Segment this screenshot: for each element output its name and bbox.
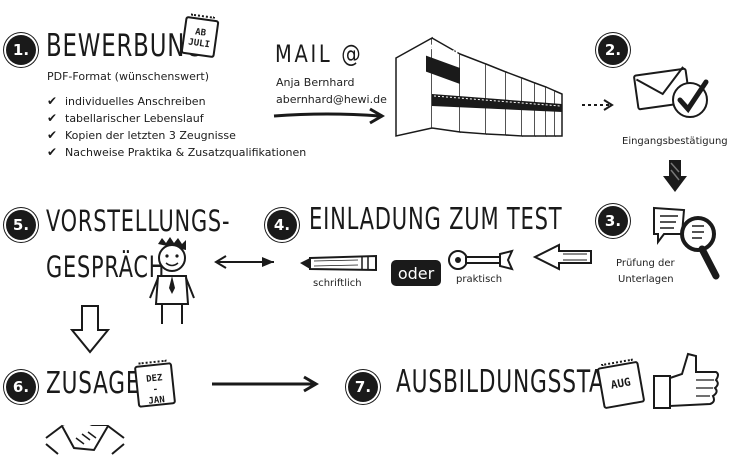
- step-1-badge: 1.: [6, 35, 36, 65]
- arrow-left-icon: [532, 243, 592, 271]
- step-3-label-line1: Prüfung der: [616, 258, 675, 269]
- pencil-icon: [300, 254, 377, 272]
- checklist-item: ✔individuelles Anschreiben: [47, 94, 206, 108]
- magnifier-document-icon: [653, 206, 720, 280]
- step-2-label: Eingangsbestätigung: [622, 136, 728, 147]
- step-3-badge: 3.: [598, 206, 628, 236]
- arrow-down-icon: [663, 160, 687, 192]
- step-7-badge: 7.: [348, 372, 378, 402]
- arrow-right-icon: [212, 375, 319, 393]
- step-6-title: ZUSAGE: [46, 366, 141, 401]
- person-icon: [149, 237, 195, 324]
- check-icon: ✔: [47, 111, 58, 125]
- step-5-title-line2: GESPRÄCH: [46, 250, 166, 284]
- checklist-item: ✔Kopien der letzten 3 Zeugnisse: [47, 128, 236, 142]
- step-1-calendar: AB JULI: [180, 15, 220, 59]
- calendar-line-3: JAN: [148, 395, 166, 407]
- step-3-label-line2: Unterlagen: [618, 274, 674, 285]
- checklist-item: ✔Nachweise Praktika & Zusatzqualifikatio…: [47, 145, 307, 159]
- hewi-building-icon: [395, 36, 563, 137]
- arrow-down-icon: [69, 305, 111, 354]
- wrench-icon: [448, 249, 514, 271]
- arrow-left-icon: [214, 255, 274, 269]
- step-5-badge: 5.: [6, 210, 36, 240]
- checklist-item: ✔tabellarischer Lebenslauf: [47, 111, 204, 125]
- step-1-subtitle: PDF-Format (wünschenswert): [47, 70, 210, 83]
- mail-contact-email: abernhard@hewi.de: [276, 93, 387, 106]
- calendar-line-1: AUG: [609, 375, 632, 392]
- dotted-arrow-icon: [582, 99, 614, 111]
- mail-title: MAIL @: [275, 40, 364, 68]
- check-icon: ✔: [47, 145, 58, 159]
- step-4-right-label: praktisch: [456, 274, 503, 285]
- step-4-title: EINLADUNG ZUM TEST: [309, 202, 563, 237]
- envelope-check-icon: [633, 66, 709, 118]
- step-6-badge: 6.: [6, 372, 36, 402]
- check-icon: ✔: [47, 94, 58, 108]
- step-2-badge: 2.: [598, 35, 628, 65]
- step-1-checklist: ✔individuelles Anschreiben ✔tabellarisch…: [47, 93, 306, 161]
- oder-badge: oder: [391, 260, 441, 286]
- handshake-icon: [45, 424, 125, 455]
- step-4-badge: 4.: [267, 210, 297, 240]
- check-icon: ✔: [47, 128, 58, 142]
- mail-contact-name: Anja Bernhard: [276, 76, 355, 89]
- step-5-title-line1: VORSTELLUNGS-: [46, 204, 231, 238]
- step-7-title: AUSBILDUNGSSTART: [396, 364, 633, 400]
- step-7-calendar: AUG: [596, 360, 646, 410]
- step-4-left-label: schriftlich: [313, 278, 362, 289]
- arrow-right-icon: [273, 107, 385, 125]
- step-6-calendar: DEZ - JAN: [133, 362, 177, 408]
- thumbs-up-icon: [653, 352, 719, 409]
- step-1-title: BEWERBUNG: [46, 28, 204, 64]
